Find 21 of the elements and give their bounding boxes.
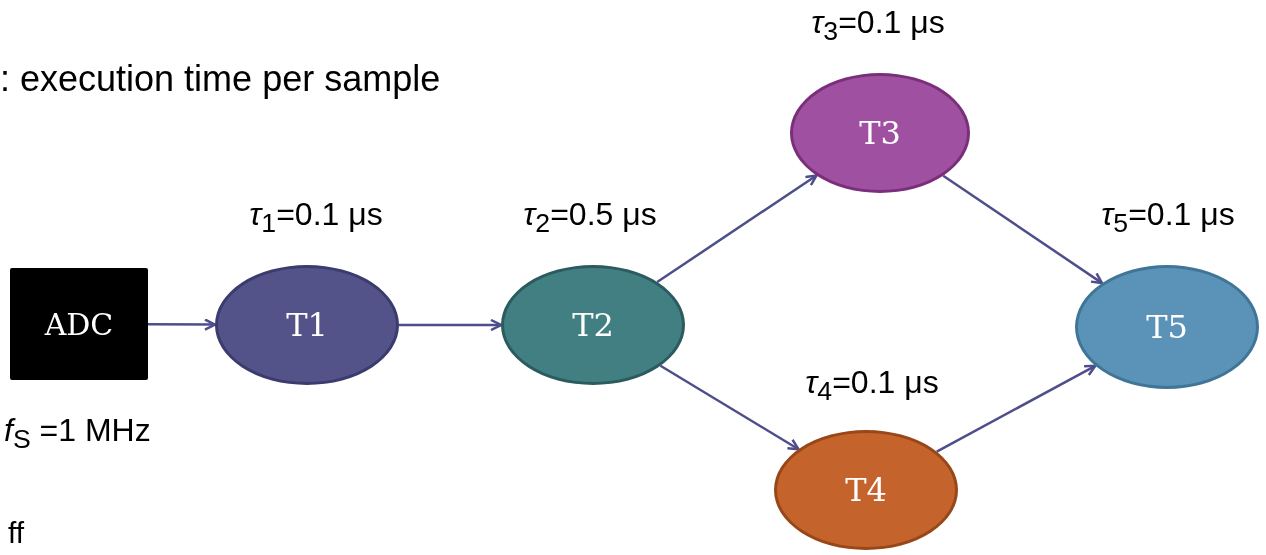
arrow xyxy=(942,174,1104,285)
arrow xyxy=(148,318,217,331)
node-label: T1 xyxy=(286,306,328,344)
arrow xyxy=(659,364,800,451)
execution-time-label: τ$_{5}$=0.1 μs xyxy=(1101,196,1235,240)
node-label: ADC xyxy=(44,306,114,342)
note-text: f$_{S}$ =1 MHz xyxy=(4,412,151,456)
note-text: : execution time per sample xyxy=(0,58,441,100)
node-label: T5 xyxy=(1146,308,1188,346)
arrow xyxy=(656,174,818,284)
adc-block xyxy=(10,268,148,380)
execution-time-label: τ$_{1}$=0.1 μs xyxy=(249,196,383,240)
execution-time-label: τ$_{3}$=0.1 μs xyxy=(811,4,945,48)
node-label: T2 xyxy=(572,306,614,344)
node-label: T4 xyxy=(845,471,887,509)
arrow xyxy=(399,318,503,332)
node-label: T3 xyxy=(859,114,901,152)
execution-time-label: τ$_{2}$=0.5 μs xyxy=(523,196,657,240)
note-text: ff xyxy=(8,516,25,550)
execution-time-label: τ$_{4}$=0.1 μs xyxy=(805,364,939,408)
arrow xyxy=(936,364,1097,453)
